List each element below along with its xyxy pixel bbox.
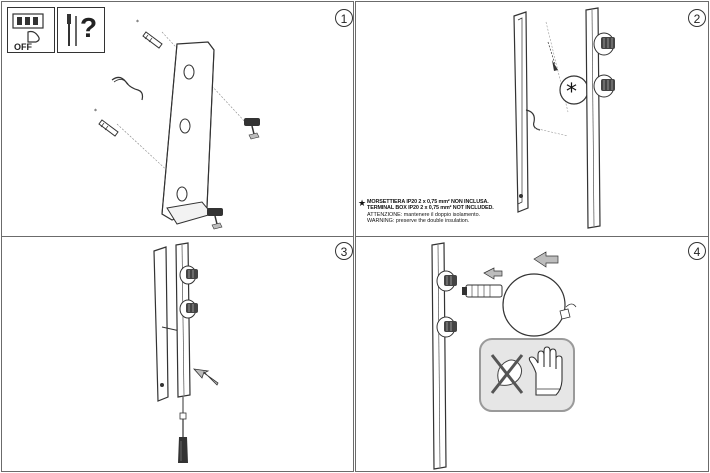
step-number-4: 4 bbox=[688, 242, 706, 260]
note-line-1: MORSETTIERA IP20 2 x 0,75 mm² NON INCLUS… bbox=[367, 199, 489, 205]
cover-disc bbox=[502, 273, 566, 337]
heating-element bbox=[462, 284, 503, 298]
wall-plug-bottom: * bbox=[94, 108, 119, 137]
move-arrow-icon bbox=[533, 251, 559, 268]
wall-bracket bbox=[161, 41, 215, 225]
power-cable bbox=[111, 76, 144, 101]
screwdriver-icon bbox=[178, 397, 188, 463]
bare-hand-prohibited-icon bbox=[490, 354, 524, 394]
step-2-illustration: * bbox=[513, 7, 615, 229]
push-arrow-icon bbox=[192, 368, 219, 386]
step-3-illustration bbox=[153, 242, 219, 463]
star-marker: ★ bbox=[358, 198, 367, 208]
gloves-required-box bbox=[479, 338, 575, 412]
step-3-panel: 3 bbox=[1, 236, 354, 472]
note-line-3: ATTENZIONE: mantenere il doppio isolamen… bbox=[367, 211, 481, 218]
towel-rail-tube bbox=[175, 242, 198, 398]
wall-bracket bbox=[513, 11, 529, 213]
towel-rail-tube bbox=[431, 242, 457, 470]
question-mark: ? bbox=[80, 12, 98, 43]
screwdriver-icon bbox=[67, 14, 77, 46]
insert-arrow-icon bbox=[483, 267, 503, 280]
note-line-4: WARNING: preserve the double insulation. bbox=[367, 218, 470, 225]
screw-bottom bbox=[207, 208, 223, 230]
step-number-1: 1 bbox=[335, 9, 353, 27]
step-2-panel: 2 * bbox=[355, 1, 709, 237]
terminal-box-note: ★ MORSETTIERA IP20 2 x 0,75 mm² NON INCL… bbox=[358, 199, 563, 225]
glove-icon bbox=[528, 346, 563, 396]
wall-bracket bbox=[153, 246, 169, 402]
towel-rail-tube bbox=[585, 7, 615, 229]
wall-plug-top: * bbox=[136, 19, 163, 49]
svg-text:*: * bbox=[136, 19, 139, 26]
step-1-illustration: * * bbox=[94, 19, 260, 230]
power-off-label: OFF bbox=[14, 42, 32, 52]
note-line-2: TERMINAL BOX IP20 2 x 0,75 mm² NOT INCLU… bbox=[367, 205, 494, 212]
tools-required-badge: ? bbox=[57, 7, 105, 53]
step-4-illustration bbox=[431, 242, 577, 470]
step-number-2: 2 bbox=[688, 9, 706, 27]
step-number-3: 3 bbox=[335, 242, 353, 260]
svg-text:*: * bbox=[94, 108, 97, 115]
terminal-box-symbol: * bbox=[559, 75, 589, 105]
power-cable bbox=[525, 109, 541, 131]
screw-right bbox=[244, 118, 260, 140]
step-1-panel: 1 OFF ? bbox=[1, 1, 354, 237]
step-4-panel: 4 bbox=[355, 236, 709, 472]
breaker-switch-icon bbox=[12, 13, 44, 43]
svg-text:*: * bbox=[566, 80, 577, 105]
power-off-badge: OFF bbox=[7, 7, 55, 53]
